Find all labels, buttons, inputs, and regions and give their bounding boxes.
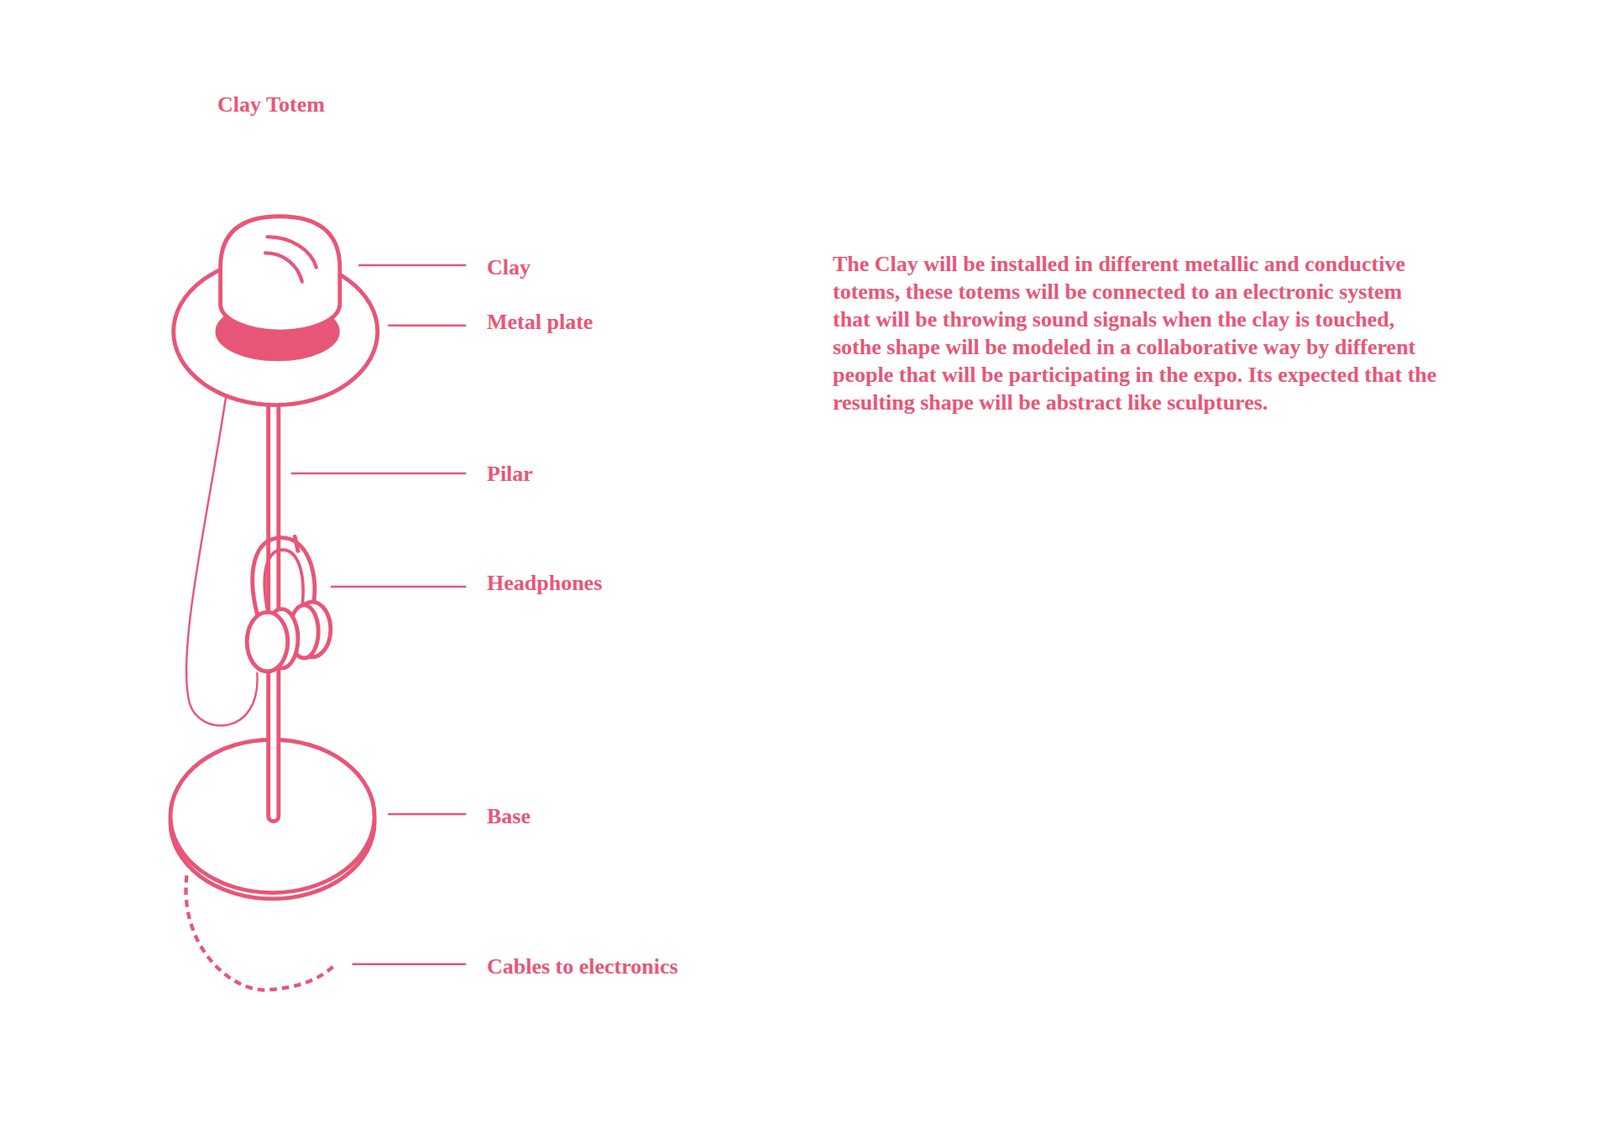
clay-lump <box>220 216 340 332</box>
part-label: Base <box>486 802 531 831</box>
headphone-band-inner <box>264 549 304 611</box>
leader-line <box>292 472 466 475</box>
part-label: Clay <box>486 253 531 282</box>
headphone-clip <box>294 536 299 551</box>
headphone-cable <box>186 392 258 726</box>
diagram-title: Clay Totem <box>217 90 325 119</box>
part-label: Pilar <box>486 460 534 488</box>
leader-line <box>331 585 466 588</box>
leader-line <box>388 813 466 816</box>
part-label: Metal plate <box>486 308 593 336</box>
ear-cup-front <box>246 611 288 672</box>
leader-line <box>353 962 466 965</box>
clay-highlight <box>265 252 303 282</box>
cable-to-electronics <box>185 875 334 991</box>
part-label: Cables to electronics <box>486 952 679 981</box>
part-label: Headphones <box>486 569 602 597</box>
description-note: The Clay will be installed in different … <box>832 250 1438 417</box>
leader-line <box>359 264 466 267</box>
leader-line <box>388 324 466 327</box>
